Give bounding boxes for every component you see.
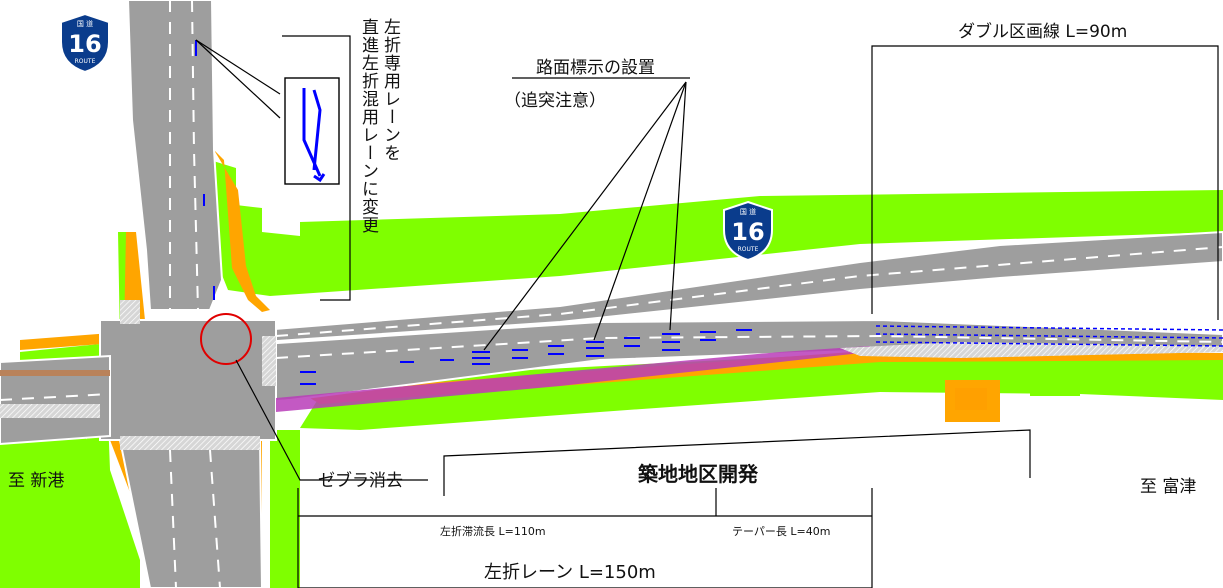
road-marking-subtitle: （追突注意） — [504, 91, 606, 111]
taper-length-label: テーパー長 L=40m — [732, 525, 831, 538]
double-line-label: ダブル区画線 L=90m — [958, 22, 1128, 42]
road-marking-title: 路面標示の設置 — [536, 58, 655, 78]
left-turn-lane-highlight — [276, 346, 870, 412]
left-turn-lane-label: 左折レーン L=150m — [484, 562, 656, 583]
lane-change-text-col2: 直進左折混用レーンに変更 — [358, 18, 378, 234]
to-shinko-label: 至 新港 — [8, 471, 65, 491]
shield-top-text: 国 道 — [740, 207, 756, 216]
zebra-hatching — [0, 300, 1223, 450]
shield-number: 16 — [68, 30, 101, 58]
zebra-removal-label: ゼブラ消去 — [318, 471, 403, 491]
lane-change-inset — [284, 77, 340, 185]
shield-bottom-text: ROUTE — [75, 58, 96, 65]
to-futtsu-label: 至 富津 — [1140, 477, 1197, 497]
zebra-removal-circle — [200, 313, 252, 365]
lane-change-text-col1: 左折専用レーンを — [380, 18, 400, 162]
development-label: 築地地区開発 — [638, 462, 758, 486]
shield-number: 16 — [731, 218, 764, 246]
leader-lines — [195, 35, 1219, 588]
shield-bottom-text: ROUTE — [738, 246, 759, 253]
shield-top-text: 国 道 — [77, 19, 93, 28]
blue-road-markings — [195, 40, 1223, 385]
left-turn-queue-label: 左折滞流長 L=110m — [440, 525, 546, 538]
route-16-shield-northwest: 国 道 16 ROUTE — [57, 12, 113, 74]
route-16-shield-east: 国 道 16 ROUTE — [720, 200, 776, 262]
